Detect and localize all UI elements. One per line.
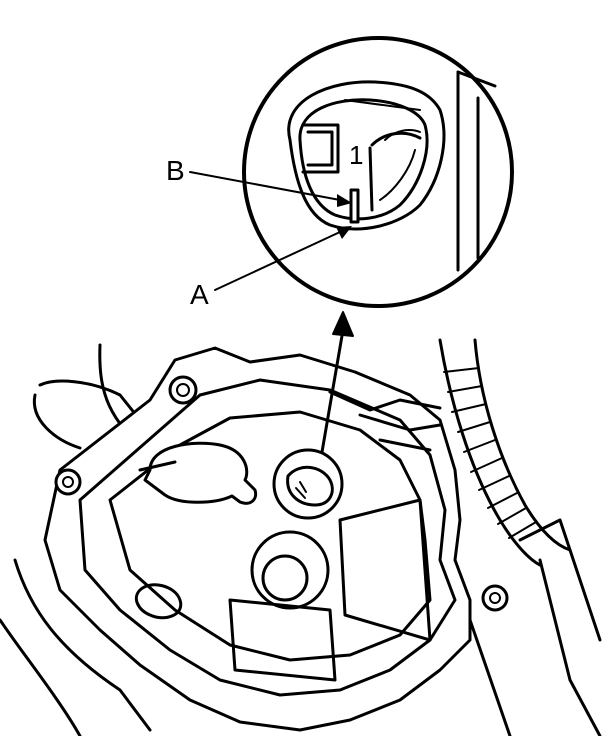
bolt-icon [168,375,198,405]
callout-label-a: A [190,279,209,310]
detail-magnifier [242,36,514,308]
bolt-icon [54,468,82,496]
timing-mark-label: 1 [349,140,363,170]
bolt-icon [481,584,509,612]
inspection-window-marker [272,448,344,520]
callout-a-leader [214,226,352,291]
corrugated-hose [438,338,602,736]
callout-label-b: B [166,155,185,186]
magnify-arrow [320,311,354,454]
engine-housing [0,343,509,736]
callout-b-leader [189,171,352,207]
